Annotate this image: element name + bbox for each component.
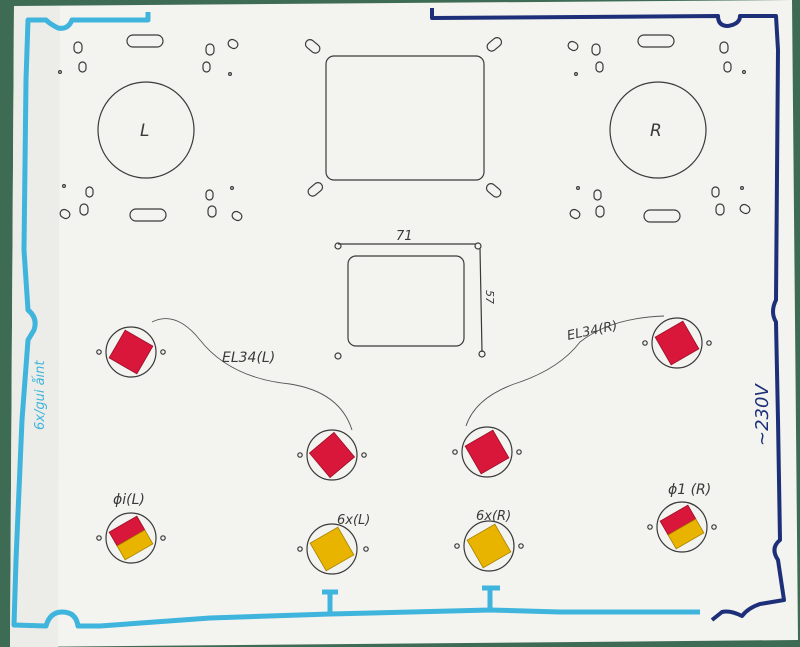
slot-angle-right-2 <box>569 208 581 220</box>
slot-angle-right-3 <box>739 203 751 215</box>
hole-right-f <box>595 205 605 218</box>
hole-right-b <box>595 61 604 73</box>
socket-driver-right <box>656 501 708 553</box>
slot-top-right <box>637 34 675 48</box>
socket-driver-left <box>105 512 157 564</box>
mount-hole <box>454 543 460 549</box>
choke-hole-bl <box>334 352 342 360</box>
hole-left-e <box>85 186 94 198</box>
mount-hole <box>361 452 367 458</box>
pt-slot-bl <box>307 182 324 197</box>
tube-marker-driver-left <box>108 515 154 561</box>
slot-angle-right-1 <box>567 40 579 52</box>
socket-el34-left-outer <box>105 326 157 378</box>
choke-hole-tl <box>334 242 342 250</box>
speaker-hole-right <box>609 81 707 179</box>
mount-hole <box>711 524 717 530</box>
pt-slot-tl <box>304 39 321 54</box>
mount-hole <box>96 535 102 541</box>
leader-el34-left <box>151 318 353 431</box>
slot-angle-left-1 <box>227 38 239 50</box>
blue-wire-drop-right <box>482 585 500 610</box>
marker-dot <box>61 184 66 189</box>
marker-dot <box>741 69 746 74</box>
tube-marker-small-right <box>466 523 512 569</box>
paper-sheet <box>10 0 798 647</box>
hole-right-g <box>711 186 720 198</box>
marker-dot <box>228 71 233 76</box>
pt-slot-br <box>485 183 502 198</box>
mount-hole <box>706 340 712 346</box>
hole-right-c <box>719 41 729 54</box>
marker-dot <box>739 186 744 191</box>
hole-left-c <box>205 43 215 56</box>
socket-el34-center-left <box>306 429 358 481</box>
label-small-left: 6x(L) <box>337 513 370 528</box>
hole-right-h <box>715 203 725 216</box>
hole-left-a <box>73 41 83 54</box>
mount-hole <box>518 543 524 549</box>
slot-angle-left-3 <box>231 210 243 222</box>
mount-hole <box>160 349 166 355</box>
mount-hole <box>297 452 303 458</box>
marker-dot <box>230 186 235 191</box>
label-driver-left: ϕi(L) <box>113 492 145 508</box>
tube-marker-center-right <box>464 429 510 475</box>
hole-right-e <box>593 189 602 201</box>
tube-marker-el34-right <box>654 320 700 366</box>
choke-hole-br <box>478 350 486 358</box>
dim-line-height <box>479 247 483 353</box>
label-speaker-right: R <box>650 121 662 141</box>
hole-left-g <box>205 189 214 201</box>
mount-hole <box>516 449 522 455</box>
marker-dot <box>573 71 578 76</box>
hole-left-h <box>207 205 217 218</box>
hole-right-d <box>723 61 732 73</box>
power-transformer-cutout <box>325 55 485 181</box>
leader-el34-right <box>465 315 665 427</box>
mount-hole <box>160 535 166 541</box>
blue-wire-outline <box>11 12 700 629</box>
mount-hole <box>96 349 102 355</box>
mount-hole <box>642 340 648 346</box>
socket-el34-right-outer <box>651 317 703 369</box>
hole-left-b <box>78 61 87 73</box>
hole-right-a <box>591 43 601 56</box>
label-small-right: 6x(R) <box>476 509 511 524</box>
label-ground-note: 6x/gui ǻınt <box>32 360 48 430</box>
choke-cutout <box>347 255 465 347</box>
marker-dot <box>57 69 62 74</box>
label-dim-width: 71 <box>396 229 413 244</box>
socket-small-left <box>306 523 358 575</box>
slot-bottom-right <box>643 209 681 223</box>
mount-hole <box>363 546 369 552</box>
hole-left-d <box>202 61 211 73</box>
label-dim-height: 57 <box>483 290 496 304</box>
label-voltage: ~230V <box>752 383 773 446</box>
socket-el34-center-right <box>461 426 513 478</box>
navy-wire-outline <box>430 8 786 622</box>
tube-marker-center-left <box>308 431 356 479</box>
tube-marker-el34-left <box>108 329 154 375</box>
label-driver-right: ϕ1 (R) <box>668 482 711 498</box>
label-speaker-left: L <box>140 121 149 141</box>
socket-small-right <box>463 520 515 572</box>
tube-marker-small-left <box>309 526 355 572</box>
slot-top-left <box>126 34 164 48</box>
blue-wire-drop-left <box>322 589 338 614</box>
slot-angle-left-2 <box>59 208 71 220</box>
choke-hole-tr <box>474 242 482 250</box>
hole-left-f <box>79 203 89 216</box>
mount-hole <box>452 449 458 455</box>
mount-hole <box>297 546 303 552</box>
slot-bottom-left <box>129 208 167 222</box>
speaker-hole-left <box>97 81 195 179</box>
label-tube-left: EL34(L) <box>222 350 275 366</box>
tube-marker-driver-right <box>659 504 705 550</box>
mount-hole <box>647 524 653 530</box>
marker-dot <box>575 186 580 191</box>
pt-slot-tr <box>486 37 503 52</box>
